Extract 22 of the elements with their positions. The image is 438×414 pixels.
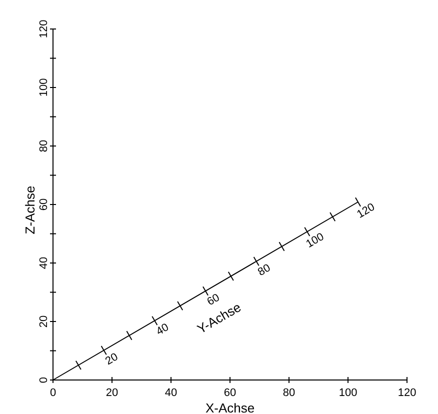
- tick-label: 120: [355, 201, 377, 221]
- tick-label: 40: [154, 321, 171, 338]
- tick-label: 40: [38, 256, 50, 270]
- tick-label: 0: [50, 387, 56, 399]
- tick-label: 120: [38, 20, 50, 38]
- tick-label: 20: [106, 387, 118, 399]
- tick-label: 0: [38, 376, 50, 384]
- tick-label: 80: [256, 262, 273, 279]
- tick-label: 20: [104, 351, 120, 368]
- axis-title: Z-Achse: [22, 186, 38, 234]
- tick-label: 100: [38, 78, 50, 97]
- tick-label: 60: [224, 387, 236, 399]
- tick-label: 80: [38, 140, 50, 152]
- tick-label: 20: [38, 315, 50, 328]
- tick-label: 40: [164, 387, 178, 399]
- tick-label: 60: [205, 292, 222, 308]
- axis-title: X-Achse: [205, 400, 255, 414]
- tick-label: 100: [338, 387, 358, 399]
- tick-label: 80: [282, 387, 296, 399]
- tick-label: 100: [304, 230, 326, 250]
- tick-label: 60: [38, 198, 50, 211]
- tick-label: 120: [398, 387, 416, 399]
